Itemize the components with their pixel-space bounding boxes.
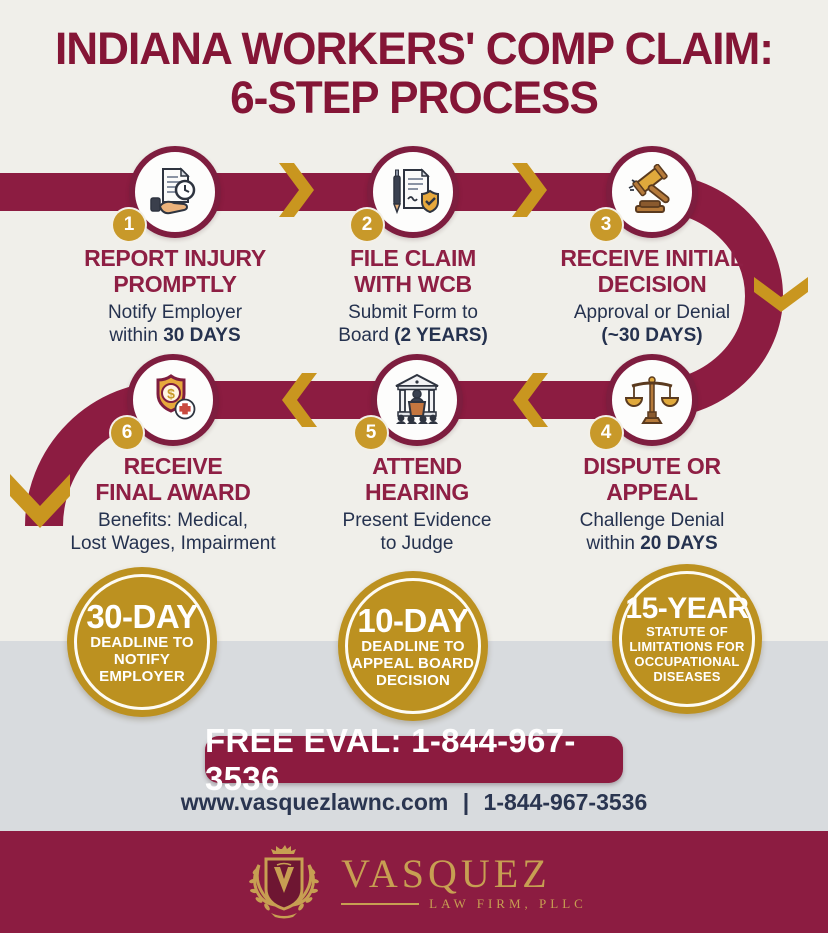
step-1-circle xyxy=(129,146,221,238)
page-title-line1: INDIANA WORKERS' COMP CLAIM: xyxy=(54,23,774,74)
page-title-line2: 6-STEP PROCESS xyxy=(230,72,599,123)
contact-line: www.vasquezlawnc.com | 1-844-967-3536 xyxy=(0,789,828,816)
page-title: INDIANA WORKERS' COMP CLAIM: 6-STEP PROC… xyxy=(8,24,819,122)
background-top xyxy=(0,0,828,641)
arrow-end-icon xyxy=(10,474,70,528)
step-3-subtitle: Approval or Denial (~30 DAYS) xyxy=(573,302,731,346)
deadline-badge-15-year: 15-YEAR STATUTE OF LIMITATIONS FOR OCCUP… xyxy=(612,564,762,714)
phone-number[interactable]: 1-844-967-3536 xyxy=(483,789,648,815)
step-5-subtitle: Present Evidence to Judge xyxy=(342,510,492,554)
step-4-subtitle: Challenge Denial within 20 DAYS xyxy=(579,510,725,554)
gavel-icon xyxy=(628,164,670,213)
footer-band xyxy=(0,831,828,933)
deadline-badge-10-day: 10-DAY DEADLINE TO APPEAL BOARD DECISION xyxy=(338,571,488,721)
step-1-subtitle: Notify Employer within 30 DAYS xyxy=(107,302,243,346)
brand-subtitle: LAW FIRM, PLLC xyxy=(429,896,587,911)
step-4-number-badge: 4 xyxy=(590,417,622,449)
step-6-subtitle: Benefits: Medical, Lost Wages, Impairmen… xyxy=(70,510,276,554)
step-3-number-badge: 3 xyxy=(590,209,622,241)
logo-rule xyxy=(341,903,420,905)
step-2-subtitle: Submit Form to Board (2 YEARS) xyxy=(338,302,488,346)
logo-wordmark: VASQUEZ LAW FIRM, PLLC xyxy=(341,854,587,912)
scales-of-justice-icon xyxy=(624,376,680,424)
deadline-badge-30-day: 30-DAY DEADLINE TO NOTIFY EMPLOYER xyxy=(67,567,217,717)
step-1-number-badge: 1 xyxy=(113,209,145,241)
step-5-number-badge: 5 xyxy=(355,417,387,449)
benefits-shield-icon: $ xyxy=(156,374,196,420)
courtroom-icon xyxy=(395,373,439,424)
law-firm-logo: VASQUEZ LAW FIRM, PLLC xyxy=(0,843,828,923)
contact-separator: | xyxy=(462,789,470,815)
step-4-circle xyxy=(606,354,698,446)
vasquez-crest-icon xyxy=(249,845,320,919)
step-2-number-badge: 2 xyxy=(351,209,383,241)
injury-report-icon xyxy=(150,167,196,215)
free-eval-banner[interactable]: FREE EVAL: 1-844-967-3536 xyxy=(205,722,623,797)
step-5-circle xyxy=(371,354,463,446)
step-6-number-badge: 6 xyxy=(111,417,143,449)
brand-name: VASQUEZ xyxy=(341,851,551,896)
svg-text:$: $ xyxy=(167,386,175,402)
ribbon-path xyxy=(0,173,783,527)
step-6-circle: $ xyxy=(127,354,219,446)
file-claim-icon xyxy=(392,168,439,215)
website-link[interactable]: www.vasquezlawnc.com xyxy=(180,789,449,815)
